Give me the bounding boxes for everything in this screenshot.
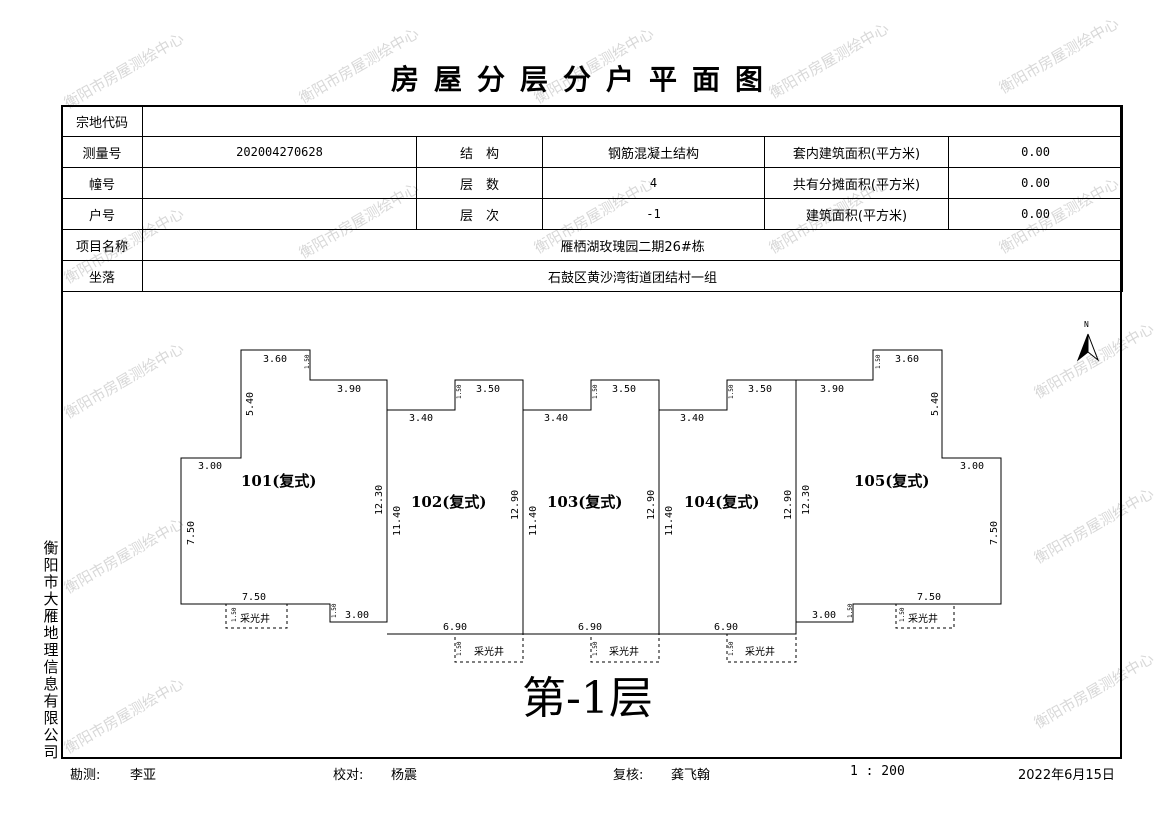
dimension-label: 1.50 [728, 384, 735, 399]
north-arrow-icon: N [1076, 320, 1100, 362]
survey-no-label: 测量号 [61, 136, 143, 168]
dimension-label: 7.50 [917, 592, 941, 603]
dimension-label: 3.50 [748, 384, 772, 395]
dimension-label: 12.90 [510, 490, 521, 520]
dimension-label: 1.50 [728, 641, 735, 656]
unit-label: 103(复式) [547, 493, 623, 511]
dimension-label: 11.40 [392, 506, 403, 536]
unit-label: 102(复式) [411, 493, 487, 511]
dimension-label: 3.90 [820, 384, 844, 395]
dimension-label: 12.30 [374, 485, 385, 515]
building-area-label: 建筑面积(平方米) [764, 198, 949, 230]
dimension-label: 1.50 [456, 641, 463, 656]
dimension-label: 12.30 [801, 485, 812, 515]
dimension-label: 11.40 [528, 506, 539, 536]
inner-area-value: 0.00 [947, 136, 1124, 168]
unit-label: 101(复式) [241, 472, 317, 490]
floor-label: 第-1层 [522, 673, 653, 724]
floor-level-value: -1 [542, 198, 765, 230]
lightwell-label: 采光井 [474, 645, 504, 658]
location-value: 石鼓区黄沙湾街道团结村一组 [141, 260, 1124, 292]
unit-104-outline [659, 379, 797, 635]
reviewer-name: 龚飞翰 [671, 768, 711, 783]
shared-area-value: 0.00 [947, 167, 1124, 199]
dimension-label: 1.50 [875, 354, 882, 369]
dimension-label: 3.00 [198, 461, 222, 472]
lightwell-box [225, 603, 288, 629]
dimension-label: 1.50 [304, 354, 311, 369]
inner-area-label: 套内建筑面积(平方米) [764, 136, 949, 168]
dimension-label: 3.40 [680, 413, 704, 424]
checker-name: 杨震 [391, 768, 418, 783]
date: 2022年6月15日 [1018, 768, 1115, 783]
lightwell-label: 采光井 [609, 645, 639, 658]
page-title: 房屋分层分户平面图 [390, 63, 778, 96]
dimension-label: 11.40 [664, 506, 675, 536]
dimension-label: 3.50 [612, 384, 636, 395]
lightwell-box [895, 603, 955, 629]
dimension-label: 6.90 [714, 622, 738, 633]
dimension-label: 5.40 [245, 392, 256, 416]
building-value [142, 167, 417, 199]
dimension-label: 1.50 [231, 607, 238, 622]
dimension-label: 3.00 [960, 461, 984, 472]
scale: 1 : 200 [850, 764, 905, 779]
structure-label: 结 构 [416, 136, 543, 168]
north-label: N [1084, 320, 1089, 329]
lightwell-label: 采光井 [745, 645, 775, 658]
dimension-label: 3.40 [544, 413, 568, 424]
unit-102-outline [387, 379, 524, 635]
unit-label: 105(复式) [854, 472, 930, 490]
dimension-label: 3.60 [895, 354, 919, 365]
dimension-label: 3.90 [337, 384, 361, 395]
project-label: 项目名称 [61, 229, 143, 261]
surveyor-label: 勘测: [70, 768, 101, 783]
lightwell-box [726, 633, 797, 663]
dimension-label: 1.50 [456, 384, 463, 399]
dimension-label: 1.50 [899, 607, 906, 622]
dimension-label: 6.90 [578, 622, 602, 633]
unit-105-outline [796, 349, 1002, 623]
building-label: 幢号 [61, 167, 143, 199]
location-label: 坐落 [61, 260, 143, 292]
info-table: 宗地代码 测量号 202004270628 结 构 钢筋混凝土结构 套内建筑面积… [61, 105, 1124, 292]
dimension-label: 5.40 [930, 392, 941, 416]
dimension-label: 7.50 [186, 521, 197, 545]
company-name: 衡阳市大雁地理信息有限公司 [43, 539, 59, 761]
lightwell-label: 采光井 [240, 612, 270, 625]
dimension-label: 12.90 [783, 490, 794, 520]
checker-label: 校对: [333, 768, 364, 783]
dimension-label: 1.50 [592, 384, 599, 399]
surveyor-name: 李亚 [130, 768, 157, 783]
floors-value: 4 [542, 167, 765, 199]
dimension-label: 3.00 [812, 610, 836, 621]
dimension-label: 3.40 [409, 413, 433, 424]
reviewer-label: 复核: [613, 768, 644, 783]
building-area-value: 0.00 [947, 198, 1124, 230]
dimension-label: 6.90 [443, 622, 467, 633]
dimension-label: 12.90 [646, 490, 657, 520]
dimension-label: 1.50 [847, 603, 854, 618]
dimension-label: 3.60 [263, 354, 287, 365]
dimension-label: 1.50 [592, 641, 599, 656]
dimension-label: 3.00 [345, 610, 369, 621]
dimension-label: 1.50 [331, 603, 338, 618]
dimension-label: 7.50 [242, 592, 266, 603]
unit-103-outline [523, 379, 660, 635]
dimension-label: 7.50 [989, 521, 1000, 545]
lightwell-label: 采光井 [908, 612, 938, 625]
dimension-label: 3.50 [476, 384, 500, 395]
unit-label: 104(复式) [684, 493, 760, 511]
